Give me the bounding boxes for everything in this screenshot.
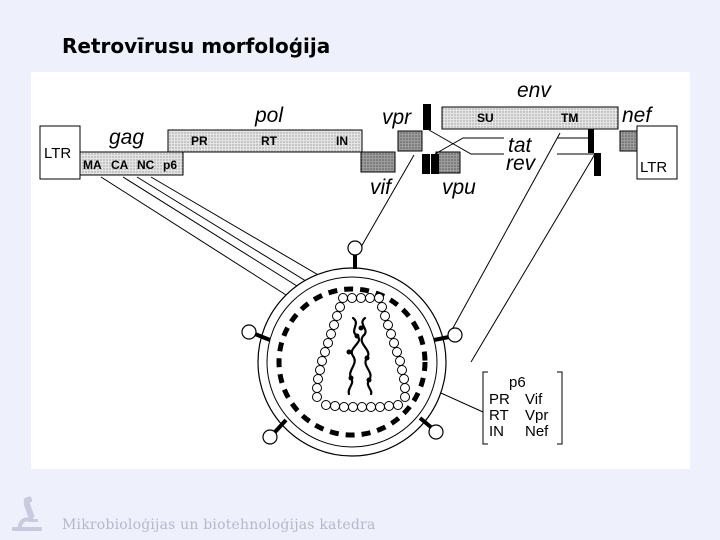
vpu-box	[435, 151, 461, 174]
gag-seg-p6: p6	[163, 158, 177, 172]
pol-label: pol	[254, 104, 284, 127]
vif-box	[360, 151, 396, 173]
footer-department: Mikrobioloģijas un biotehnoloģijas kated…	[62, 517, 376, 533]
vpr-label: vpr	[382, 106, 412, 129]
legend-nef: Nef	[525, 423, 549, 440]
vpu-label: vpu	[442, 176, 476, 199]
env-label: env	[517, 79, 552, 102]
gag-box	[79, 151, 184, 176]
legend-pr: PR	[489, 391, 510, 408]
nef-label: nef	[622, 104, 653, 127]
virion	[241, 240, 463, 457]
tat-rev-exon2-a	[588, 129, 594, 153]
vpr-box	[397, 130, 423, 152]
gag-seg-ca: CA	[111, 158, 129, 172]
tat-label: tat	[508, 134, 533, 157]
slide-title: Retrovīrusu morfoloģija	[62, 34, 331, 58]
pol-box	[167, 129, 363, 153]
env-seg-tm: TM	[561, 111, 578, 125]
legend-header: p6	[509, 374, 526, 391]
tat-rev-exon1-b	[422, 154, 430, 174]
tat-rev-exon1-c	[431, 154, 439, 174]
legend-rt: RT	[489, 407, 509, 424]
tat-rev-exon1-a	[423, 104, 431, 130]
gag-label: gag	[109, 126, 144, 149]
pol-seg-rt: RT	[261, 134, 278, 148]
legend-vpr: Vpr	[525, 407, 548, 424]
retrovirus-diagram: LTR LTR gag MA CA NC p6 pol PR RT IN vif…	[31, 72, 690, 469]
rev-label: rev	[506, 152, 537, 175]
ltr-left-label: LTR	[44, 145, 71, 162]
pol-seg-pr: PR	[191, 134, 208, 148]
pol-seg-in: IN	[336, 134, 348, 148]
gag-seg-nc: NC	[137, 158, 155, 172]
env-box	[441, 106, 619, 130]
ltr-left-box	[39, 125, 81, 180]
microscope-icon	[12, 496, 42, 531]
legend-in: IN	[489, 423, 504, 440]
legend-bracket	[482, 371, 563, 445]
ltr-right-label: LTR	[640, 159, 667, 176]
legend-vif: Vif	[525, 391, 543, 408]
env-seg-su: SU	[477, 111, 494, 125]
vif-label: vif	[370, 176, 393, 199]
tat-rev-exon2-b	[594, 153, 601, 176]
gag-seg-ma: MA	[83, 158, 102, 172]
